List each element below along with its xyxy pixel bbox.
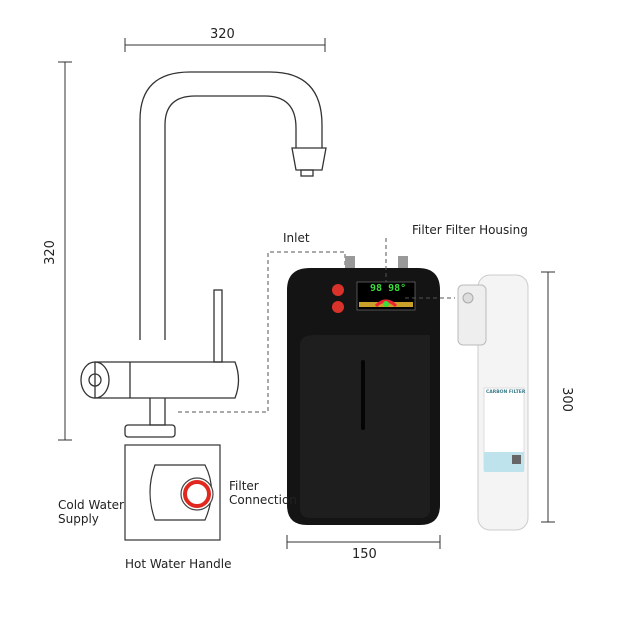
power-button[interactable] bbox=[332, 284, 344, 296]
faucet-width-dimension bbox=[124, 38, 326, 52]
faucet-drawing bbox=[80, 71, 327, 438]
temp-right: 98° bbox=[388, 283, 407, 294]
water-filter bbox=[457, 274, 529, 531]
filter-housing-label: Filter Filter Housing bbox=[412, 223, 528, 237]
filter-brand-label: CARBON FILTER bbox=[486, 390, 526, 395]
faucet-height-dimension bbox=[58, 61, 72, 441]
heater-width-dimension bbox=[286, 535, 441, 549]
temp-left: 98 bbox=[370, 283, 383, 294]
water-heater-tank bbox=[287, 256, 440, 525]
filter-height-dimension bbox=[541, 271, 555, 523]
filter-connection-label: Filter Connection bbox=[229, 479, 297, 507]
faucet-width-label: 320 bbox=[210, 27, 235, 42]
heater-width-label: 150 bbox=[352, 547, 377, 562]
inlet-label: Inlet bbox=[283, 231, 310, 245]
mode-button[interactable] bbox=[332, 301, 344, 313]
temperature-readout: 98 98° bbox=[370, 283, 406, 294]
filter-height-label: 300 bbox=[558, 387, 574, 412]
hot-water-handle-label: Hot Water Handle bbox=[125, 557, 232, 571]
cold-water-supply-label: Cold Water Supply bbox=[58, 498, 124, 526]
connection-inset bbox=[124, 444, 221, 541]
faucet-height-label: 320 bbox=[42, 240, 58, 265]
